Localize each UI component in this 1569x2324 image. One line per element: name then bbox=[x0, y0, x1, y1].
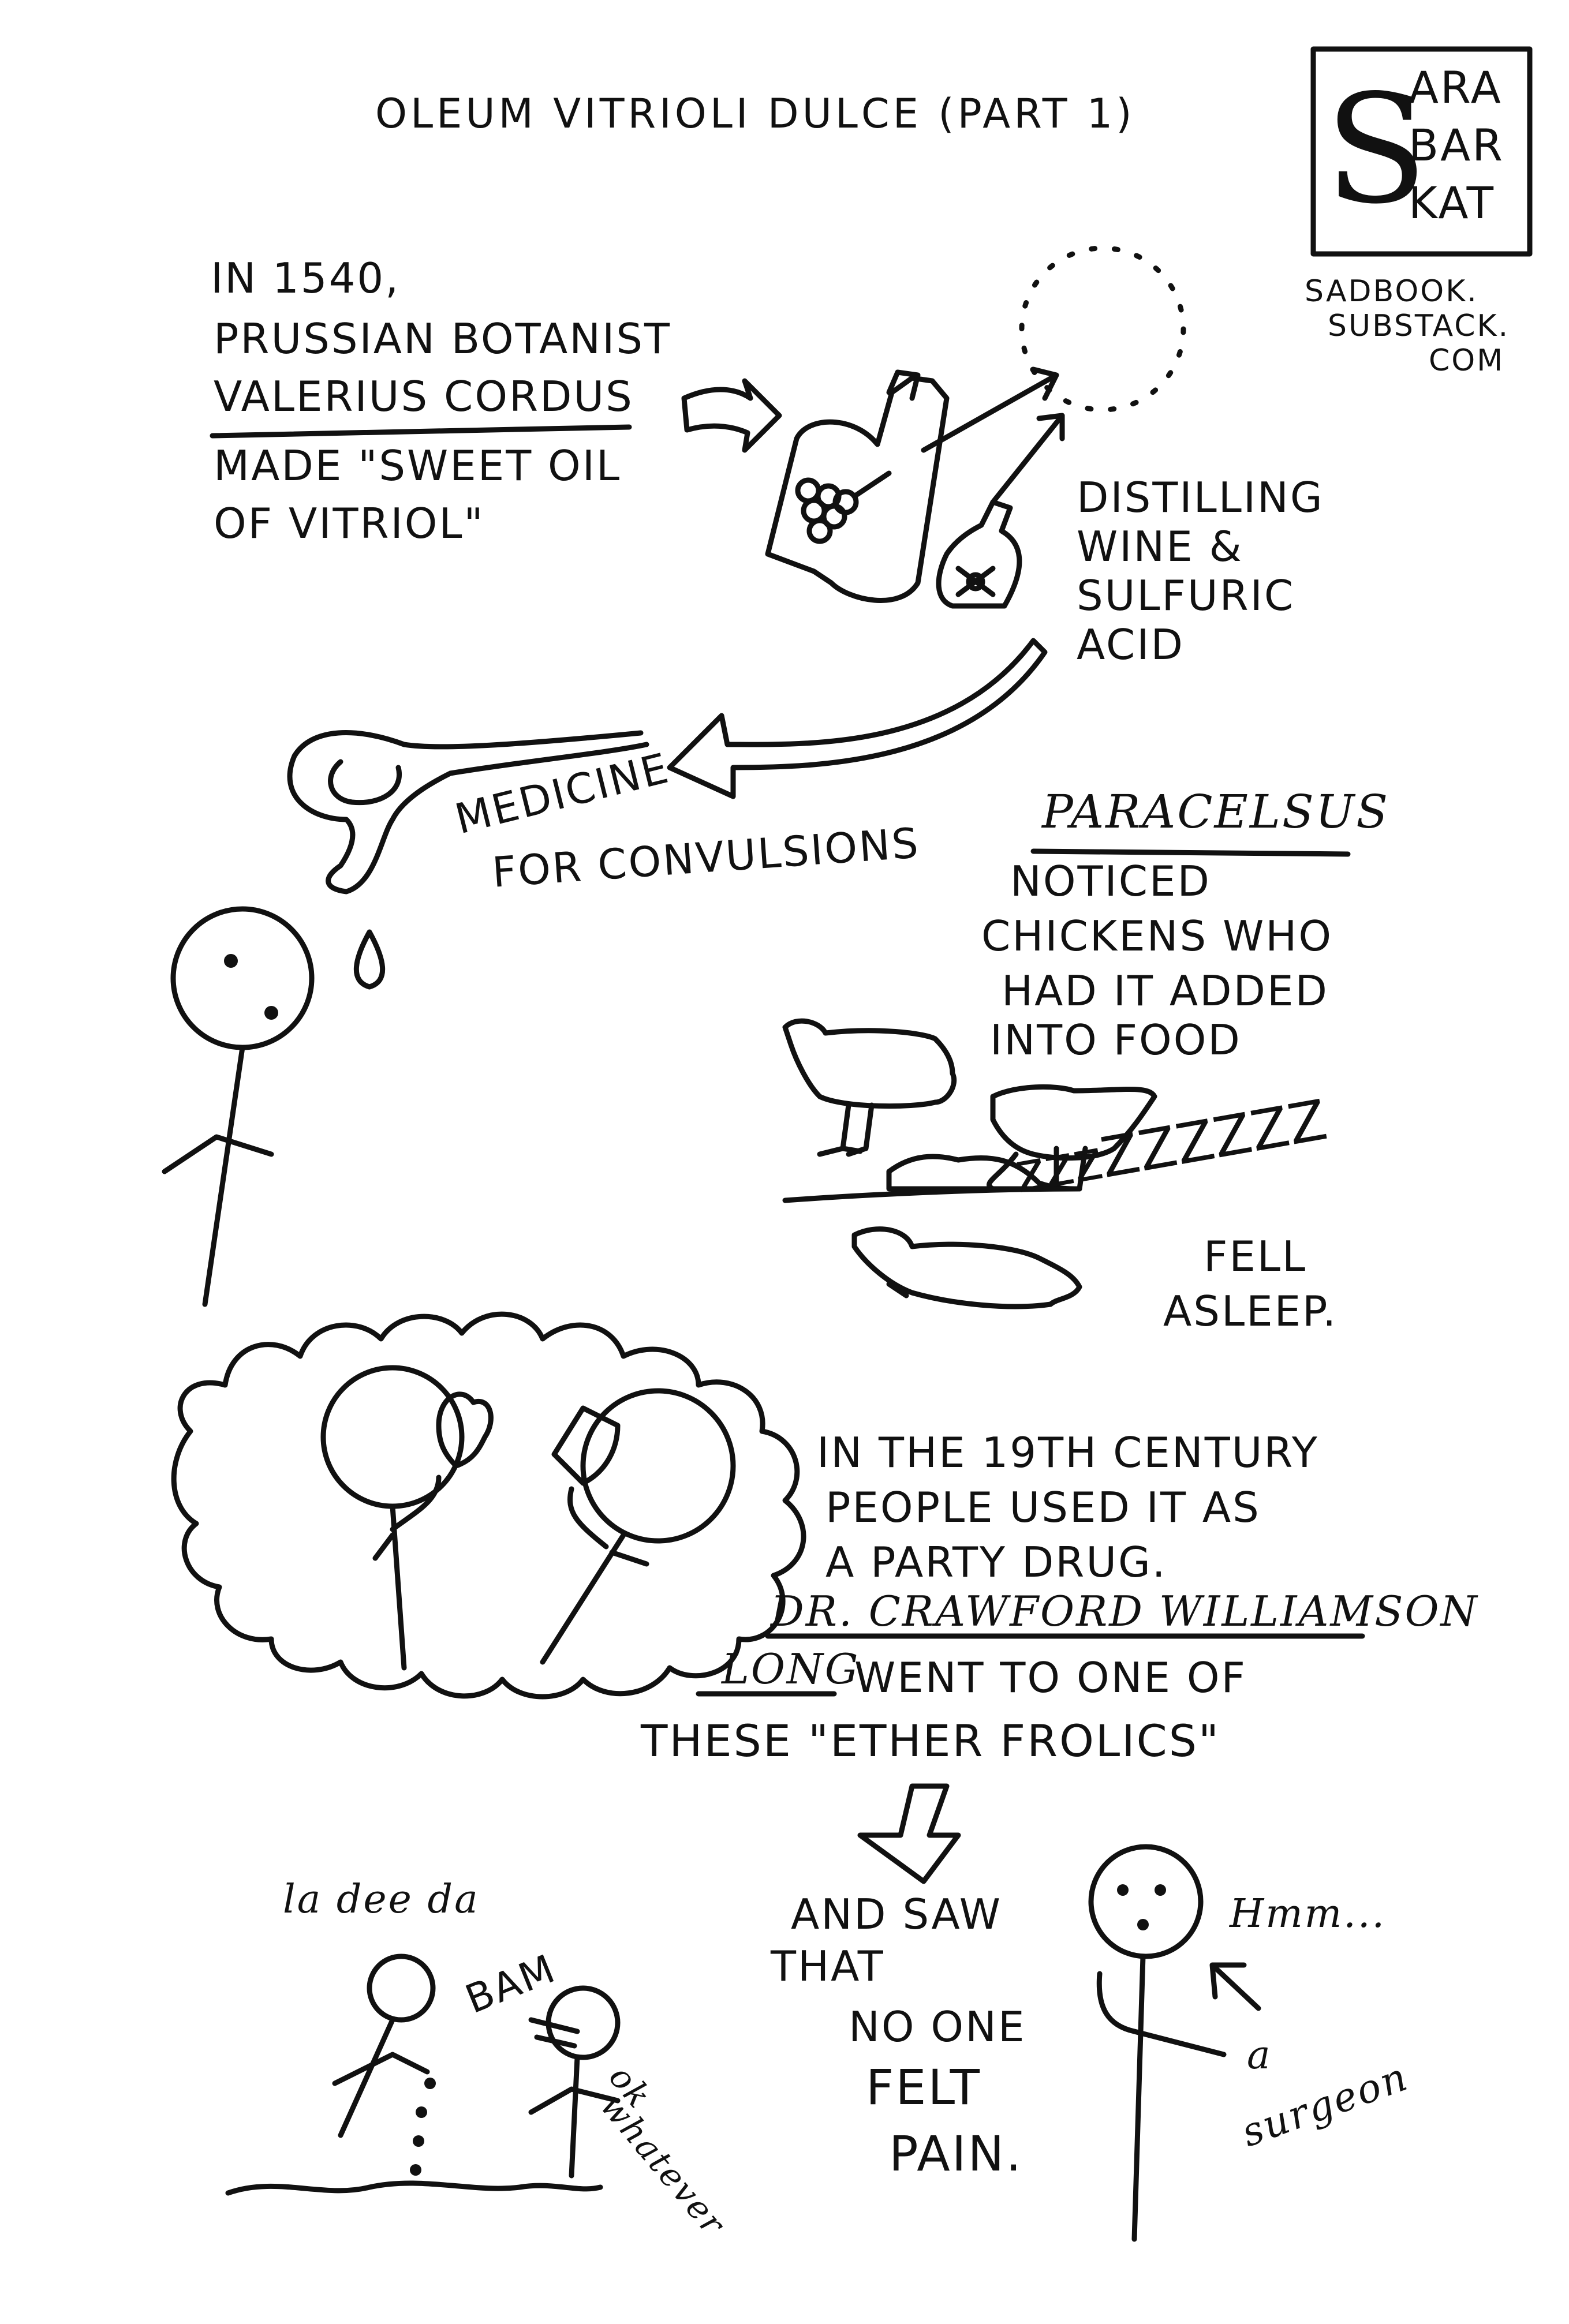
name-underline bbox=[210, 424, 632, 439]
bam-figure bbox=[528, 1985, 621, 2179]
paracelsus-line-2: CHICKENS WHO bbox=[981, 912, 1333, 960]
paracelsus-line-4: INTO FOOD bbox=[990, 1016, 1242, 1064]
distilling-line-3: SULFURIC bbox=[1077, 571, 1295, 620]
sleep-caption-2: ASLEEP. bbox=[1163, 1287, 1338, 1335]
century-line-1: IN THE 19TH CENTURY bbox=[817, 1428, 1319, 1477]
page-title: OLEUM VITRIOLI DULCE (PART 1) bbox=[375, 90, 1135, 137]
logo-url-2: SUBSTACK. bbox=[1328, 309, 1510, 343]
logo-line-3: KAT bbox=[1409, 177, 1496, 229]
right-arrow-icon bbox=[681, 378, 782, 453]
party-figure-left bbox=[320, 1365, 494, 1671]
intro-line-5: OF VITRIOL" bbox=[214, 499, 485, 548]
century-rest: WENT TO ONE OF bbox=[854, 1653, 1247, 1702]
thought-cloud bbox=[171, 1311, 806, 1700]
vapor-circle bbox=[1019, 245, 1186, 413]
stick-figure-patient bbox=[162, 906, 315, 1307]
la-dee-da: la dee da bbox=[283, 1877, 480, 1922]
vapor-arrow-2 bbox=[990, 413, 1065, 505]
no-pain-2: FELT bbox=[866, 2059, 981, 2116]
paracelsus-line-1: NOTICED bbox=[1010, 857, 1211, 905]
a-text: a bbox=[1247, 2033, 1272, 2078]
bottom-ground bbox=[225, 2180, 603, 2196]
down-arrow-icon bbox=[857, 1783, 961, 1884]
intro-line-1: IN 1540, bbox=[211, 254, 401, 302]
century-line-3: A PARTY DRUG. bbox=[825, 1538, 1167, 1586]
logo-box bbox=[1310, 46, 1533, 257]
no-pain-1: NO ONE bbox=[849, 2003, 1026, 2051]
vapor-arrow-1 bbox=[921, 366, 1059, 453]
falling-figure bbox=[332, 1953, 436, 2176]
sleep-caption-1: FELL bbox=[1204, 1232, 1308, 1281]
distilling-line-2: WINE & bbox=[1077, 522, 1243, 571]
logo-line-1: ARA bbox=[1409, 62, 1503, 113]
acid-bottle-icon bbox=[936, 499, 1022, 609]
pointer-arrow-icon bbox=[1209, 1962, 1261, 2011]
paracelsus-line-3: HAD IT ADDED bbox=[1002, 967, 1329, 1015]
logo-url-1: SADBOOK. bbox=[1305, 274, 1478, 309]
paracelsus-name: PARACELSUS bbox=[1042, 785, 1390, 839]
intro-name: VALERIUS CORDUS bbox=[214, 372, 634, 421]
spoon-icon bbox=[287, 730, 649, 895]
intro-line-4: MADE "SWEET OIL bbox=[214, 441, 622, 490]
paracelsus-underline bbox=[1030, 848, 1351, 857]
century-name-1: DR. CRAWFORD WILLIAMSON bbox=[771, 1587, 1479, 1636]
logo-line-2: BAR bbox=[1409, 119, 1504, 171]
and-saw-1: AND SAW bbox=[791, 1890, 1002, 1938]
drop-icon bbox=[354, 929, 385, 990]
ground-line bbox=[782, 1186, 1082, 1203]
and-saw-2: THAT bbox=[771, 1942, 885, 1990]
surgeon-figure bbox=[1088, 1844, 1227, 2242]
curved-arrow-icon bbox=[667, 638, 1048, 799]
century-name-2: LONG bbox=[722, 1645, 860, 1693]
logo-url-3: COM bbox=[1429, 343, 1505, 378]
logo-big-letter: S bbox=[1325, 63, 1430, 237]
hmm-text: Hmm... bbox=[1230, 1891, 1387, 1937]
distilling-line-4: ACID bbox=[1077, 620, 1185, 669]
century-line-2: PEOPLE USED IT AS bbox=[825, 1483, 1261, 1532]
distilling-line-1: DISTILLING bbox=[1077, 473, 1324, 522]
wine-bottle-icon bbox=[765, 369, 950, 603]
party-figure-right bbox=[540, 1388, 736, 1665]
sleeping-chicken-icon bbox=[851, 1226, 1082, 1309]
chicken-eating-icon bbox=[782, 1018, 1157, 1192]
no-pain-3: PAIN. bbox=[889, 2125, 1023, 2182]
intro-line-2: PRUSSIAN BOTANIST bbox=[214, 315, 672, 363]
century-last: THESE "ETHER FROLICS" bbox=[641, 1715, 1220, 1767]
